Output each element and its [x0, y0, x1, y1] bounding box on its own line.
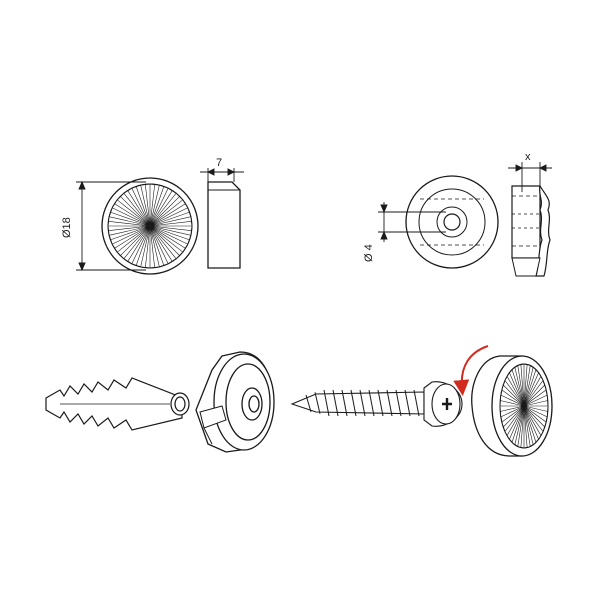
cap-height-label: 7 — [216, 157, 222, 169]
hole-diameter-label: Ø 4 — [363, 244, 375, 262]
base-front-view — [405, 175, 499, 269]
cap-front-view — [101, 177, 199, 275]
rotate-arrow-icon — [453, 345, 489, 396]
cap-diameter-dimension — [76, 180, 146, 272]
hole-diameter-dimension — [378, 202, 446, 242]
screw — [290, 381, 463, 427]
cap-side-view — [207, 181, 241, 269]
base-side-view — [511, 184, 551, 277]
cap-height-dimension — [200, 168, 244, 182]
washer-base — [195, 351, 275, 453]
recess-depth-dimension — [508, 162, 552, 192]
cap-assembled — [471, 355, 553, 457]
rosette-cap-icon — [107, 183, 193, 269]
wall-plug — [45, 377, 190, 431]
screw-icon — [290, 381, 463, 427]
rosette-cap-icon — [499, 363, 549, 449]
recess-depth-label: x — [525, 151, 531, 163]
cap-diameter-label: Ø18 — [61, 217, 73, 238]
